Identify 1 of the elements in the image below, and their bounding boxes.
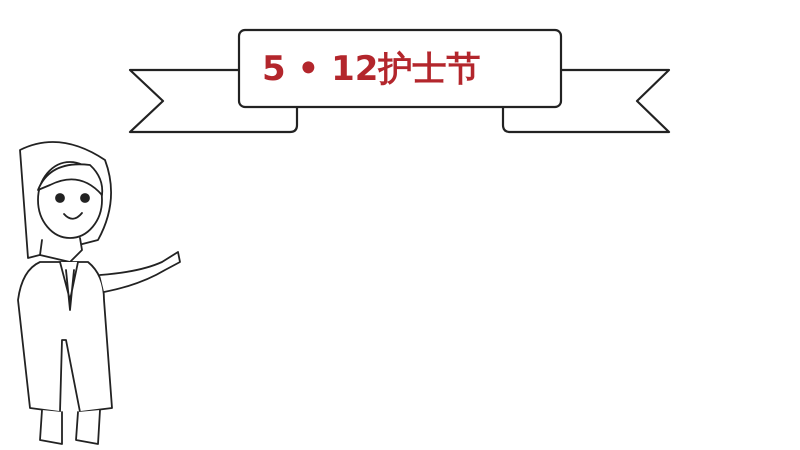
banner-title: 5 • 12护士节 xyxy=(262,48,480,91)
